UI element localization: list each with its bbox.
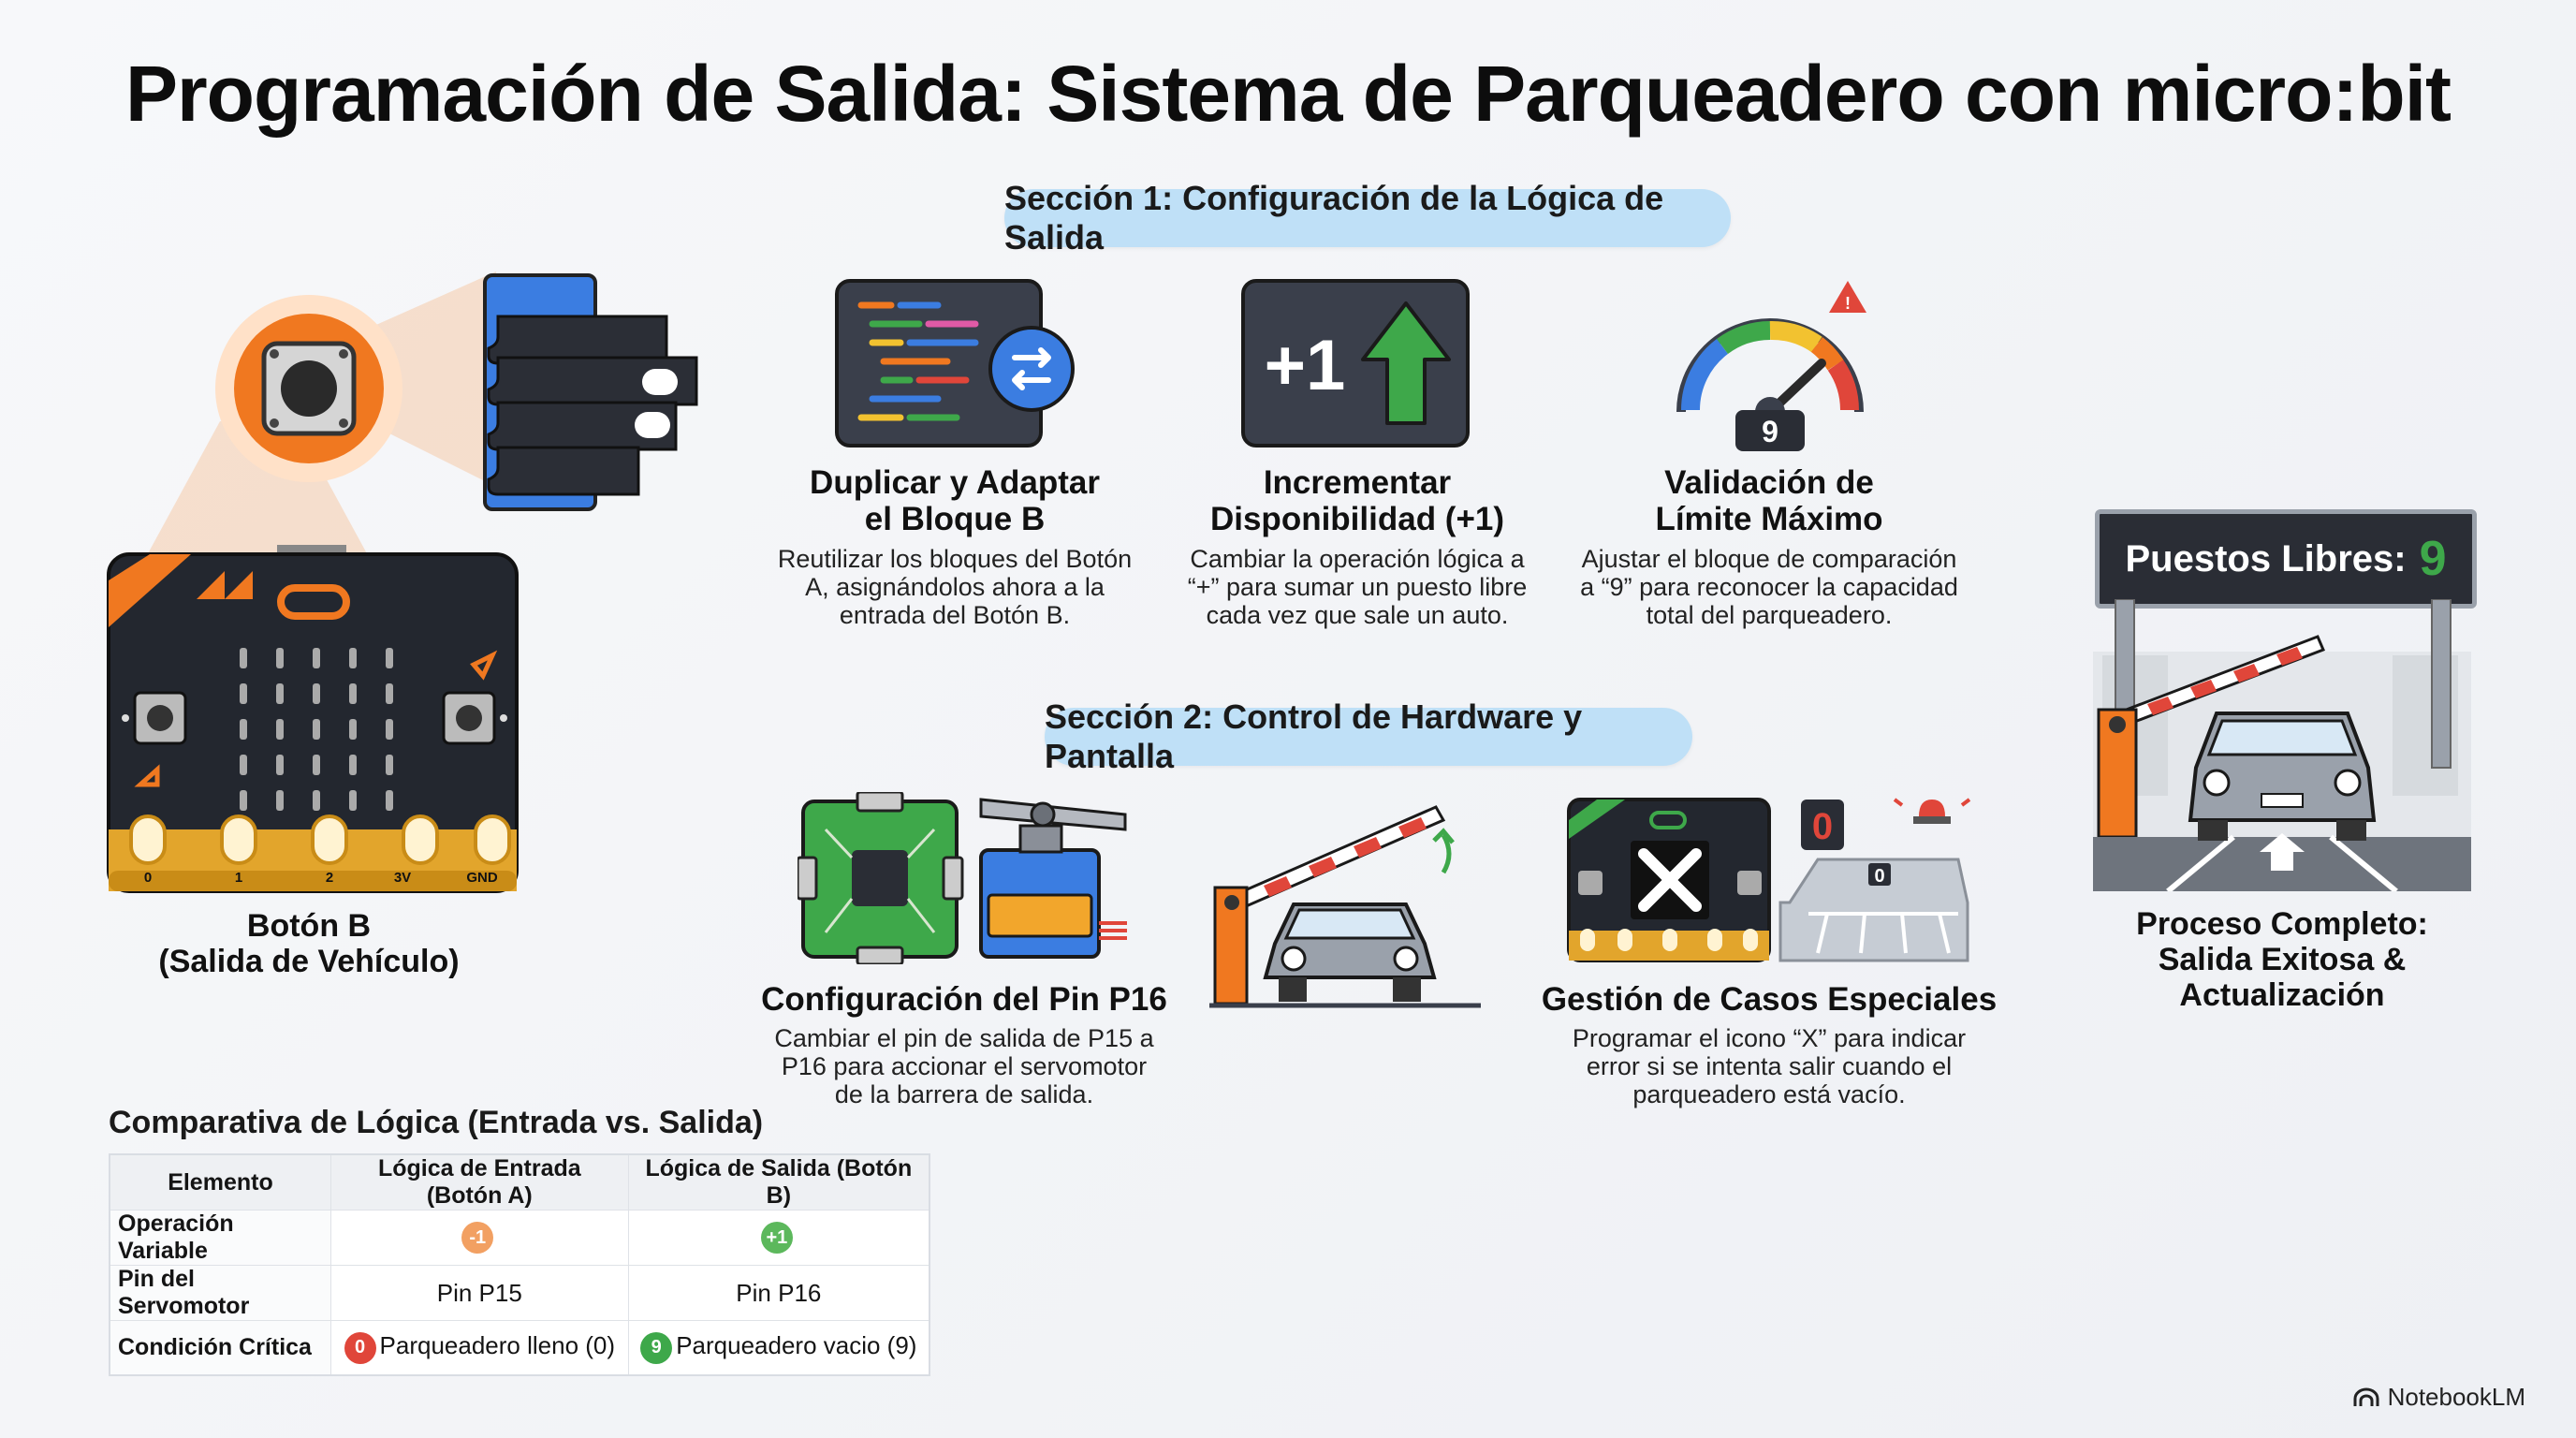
zero-badge: 0 xyxy=(344,1331,376,1364)
cell-output-text: Parqueadero vacio (9) xyxy=(676,1331,917,1360)
comparison-table: Elemento Lógica de Entrada (Botón A) Lóg… xyxy=(109,1153,930,1376)
card-pin-title: Configuración del Pin P16 xyxy=(761,981,1167,1018)
special-cases-icon: 0 0 xyxy=(1567,792,1971,962)
card-validation-title-line1: Validación de xyxy=(1664,464,1874,501)
card-pin-desc: Cambiar el pin de salida de P15 a P16 pa… xyxy=(774,1024,1154,1108)
cell-input: Pin P15 xyxy=(329,1265,629,1321)
svg-text:!: ! xyxy=(1845,294,1851,313)
table-header-element: Elemento xyxy=(109,1153,331,1211)
brand-label: NotebookLM xyxy=(2387,1383,2525,1411)
table-row: Pin del Servomotor Pin P15 Pin P16 xyxy=(109,1265,930,1321)
free-spots-value: 9 xyxy=(2419,532,2447,586)
microbit-button-b-illustration: 0 1 2 3V GND xyxy=(107,271,698,893)
button-b-caption-line1: Botón B xyxy=(246,908,372,944)
free-spots-label: Puestos Libres: xyxy=(2125,537,2407,580)
button-b-caption: Botón B (Salida de Vehículo) xyxy=(122,908,496,979)
cell-input-text: Parqueadero lleno (0) xyxy=(379,1331,616,1360)
final-caption-line3: Actualización xyxy=(2179,977,2385,1013)
cell-output: Pin P16 xyxy=(627,1265,930,1321)
pin-label-gnd: GND xyxy=(466,870,498,886)
card-duplicate-desc: Reutilizar los bloques del Botón A, asig… xyxy=(777,545,1133,629)
final-caption: Proceso Completo: Salida Exitosa & Actua… xyxy=(2093,906,2471,1013)
pin-label-3v: 3V xyxy=(394,870,411,886)
table-header-input: Lógica de Entrada (Botón A) xyxy=(329,1153,629,1211)
barrier-car-icon xyxy=(1209,805,1481,1008)
row-label: Operación Variable xyxy=(109,1210,331,1266)
card-increment-title-line1: Incrementar xyxy=(1263,464,1452,501)
lot-counter: 0 xyxy=(1874,866,1884,887)
gauge-icon: ! 9 xyxy=(1676,281,1866,451)
button-b-caption-line2: (Salida de Vehículo) xyxy=(158,944,460,979)
card-validation-title-line2: Límite Máximo xyxy=(1655,501,1883,537)
comparison-title: Comparativa de Lógica (Entrada vs. Salid… xyxy=(109,1105,764,1140)
table-row: Operación Variable -1 +1 xyxy=(109,1210,930,1266)
card-duplicate-title: Duplicar y Adaptar el Bloque B xyxy=(768,464,1142,537)
cell-output: +1 xyxy=(627,1210,930,1266)
exit-gate-scene xyxy=(2093,599,2471,891)
plus-one-badge: +1 xyxy=(760,1222,793,1255)
increment-icon: +1 xyxy=(1241,279,1470,448)
display-zero: 0 xyxy=(1812,806,1833,847)
section-1-label: Sección 1: Configuración de la Lógica de… xyxy=(1004,179,1731,257)
increment-icon-text: +1 xyxy=(1265,326,1346,405)
page-title: Programación de Salida: Sistema de Parqu… xyxy=(124,50,2452,138)
pin-label-0: 0 xyxy=(144,870,152,886)
final-caption-line2: Salida Exitosa & xyxy=(2158,942,2407,977)
minus-one-badge: -1 xyxy=(461,1222,494,1255)
card-duplicate-title-line2: el Bloque B xyxy=(864,501,1046,537)
gauge-value: 9 xyxy=(1762,415,1778,448)
row-label: Condición Crítica xyxy=(109,1320,331,1376)
card-increment-desc: Cambiar la operación lógica a “+” para s… xyxy=(1187,545,1528,629)
pcb-servo-icon xyxy=(798,792,1127,964)
pin-label-1: 1 xyxy=(235,870,242,886)
notebooklm-brand: NotebookLM xyxy=(2352,1383,2525,1412)
row-label: Pin del Servomotor xyxy=(109,1265,331,1321)
card-validation-desc: Ajustar el bloque de comparación a “9” p… xyxy=(1580,545,1958,629)
final-caption-line1: Proceso Completo: xyxy=(2136,906,2428,942)
card-validation-title: Validación de Límite Máximo xyxy=(1582,464,1956,537)
code-duplicate-icon xyxy=(835,279,1075,448)
card-increment-title-line2: Disponibilidad (+1) xyxy=(1209,501,1505,537)
section-2-label: Sección 2: Control de Hardware y Pantall… xyxy=(1045,697,1692,775)
table-header-output: Lógica de Salida (Botón B) xyxy=(627,1153,930,1211)
free-spots-sign: Puestos Libres: 9 xyxy=(2095,509,2477,609)
card-special-title: Gestión de Casos Especiales xyxy=(1541,981,1998,1018)
card-increment-title: Incrementar Disponibilidad (+1) xyxy=(1170,464,1544,537)
card-special-desc: Programar el icono “X” para indicar erro… xyxy=(1572,1024,1967,1108)
pin-label-2: 2 xyxy=(326,870,333,886)
card-duplicate-title-line1: Duplicar y Adaptar xyxy=(810,464,1100,501)
notebooklm-logo-icon xyxy=(2353,1387,2379,1406)
cell-input: -1 xyxy=(329,1210,629,1266)
nine-badge: 9 xyxy=(640,1331,673,1364)
